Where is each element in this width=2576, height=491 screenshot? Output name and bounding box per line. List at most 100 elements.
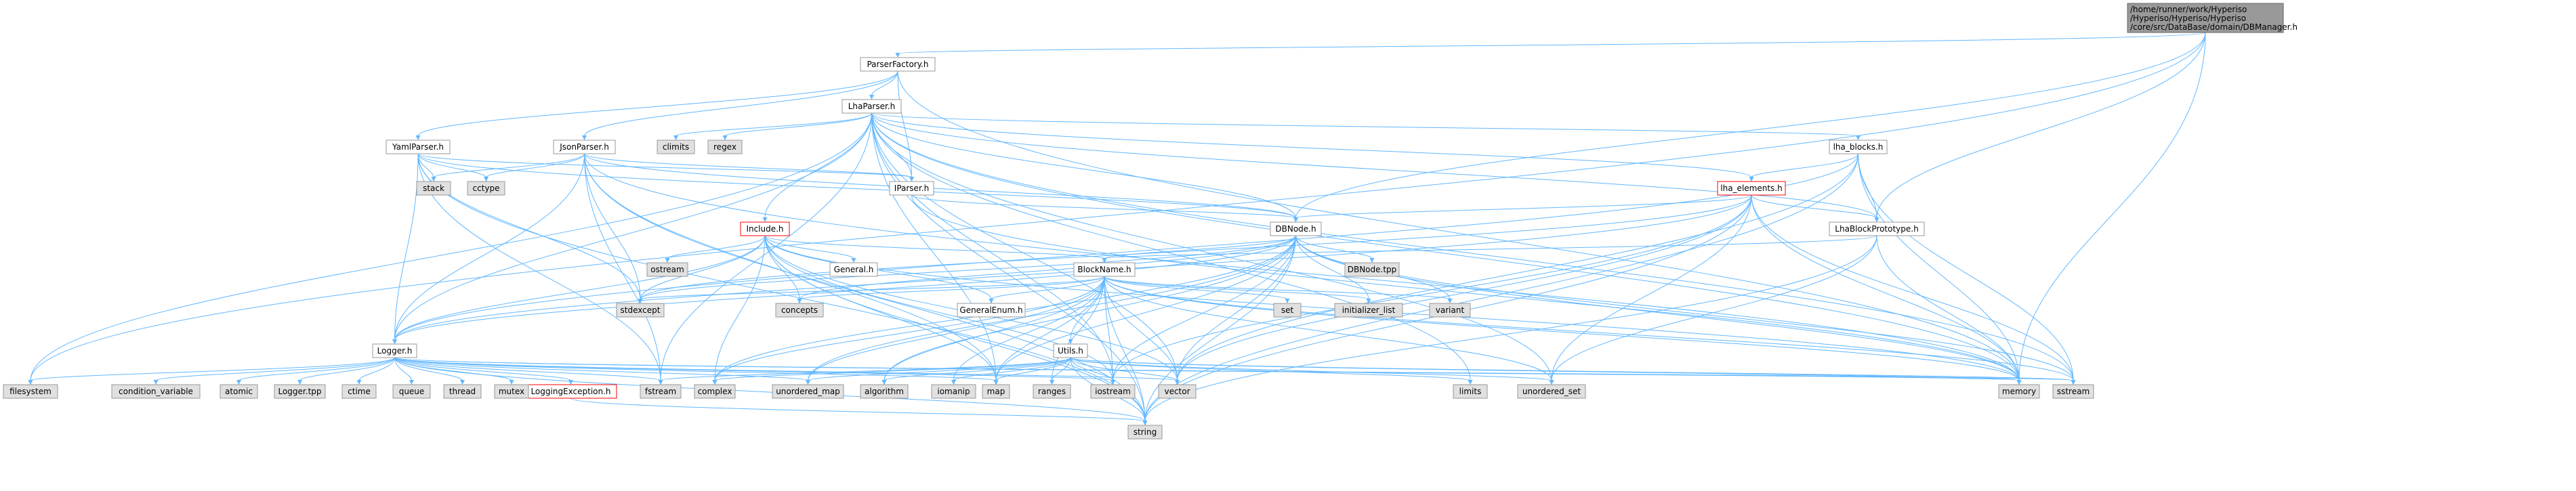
edge-utils-to-vector: [1070, 357, 1178, 381]
node-box: [842, 99, 902, 114]
edge-yamlparser-to-cctype: [417, 153, 486, 178]
edge-dbnode-to-dbnode-tpp: [1295, 235, 1373, 259]
node-lhablockprototype[interactable]: LhaBlockPrototype.h: [1829, 221, 1925, 236]
node-loggingexception[interactable]: LoggingException.h: [524, 384, 617, 399]
node-iparser[interactable]: IParser.h: [889, 181, 934, 196]
edge-arrowhead: [1050, 380, 1054, 385]
node-label: lha_blocks.h: [1833, 142, 1884, 152]
node-label: iomanip: [937, 387, 970, 396]
edge-arrowhead: [2071, 380, 2076, 385]
edge-logger-to-map: [394, 357, 997, 381]
edge-lhaparser-to-limits: [871, 112, 1471, 381]
edge-utils-to-iomanip: [953, 357, 1071, 381]
edge-logger-to-condition-variable: [155, 357, 395, 381]
edge-arrowhead: [415, 135, 421, 140]
node-label: LhaBlockPrototype.h: [1835, 224, 1918, 234]
node-label: initializer_list: [1342, 305, 1396, 315]
node-label: Include.h: [746, 224, 783, 234]
edge-dbnode-to-algorithm: [884, 235, 1296, 381]
edge-lha-elements-to-stdexcept: [640, 194, 1752, 300]
edge-loggingexception-to-string: [570, 398, 1146, 422]
node-general[interactable]: General.h: [829, 262, 878, 277]
node-stack: stack: [416, 181, 451, 196]
node-label: stdexcept: [621, 305, 661, 315]
node-label: algorithm: [865, 387, 904, 396]
graph-edges: [28, 32, 2206, 425]
node-box: [694, 384, 736, 399]
node-box: [392, 384, 431, 399]
node-label: variant: [1436, 305, 1465, 315]
node-box: [1344, 262, 1400, 277]
edge-lha-blocks-to-logger: [394, 153, 1858, 341]
node-label: General.h: [834, 265, 874, 274]
node-lhaparser[interactable]: LhaParser.h: [842, 99, 902, 114]
node-blockname[interactable]: BlockName.h: [1073, 262, 1136, 277]
node-mutex: mutex: [494, 384, 529, 399]
edge-arrowhead: [1110, 380, 1115, 385]
edge-root-to-memory: [2018, 32, 2206, 381]
node-box: [1127, 425, 1163, 440]
node-complex: complex: [694, 384, 736, 399]
edge-logger-to-filesystem: [30, 357, 395, 381]
node-dbnode[interactable]: DBNode.h: [1270, 221, 1322, 236]
node-box: [829, 262, 878, 277]
edge-arrowhead: [909, 177, 914, 182]
edge-lha-elements-to-vector: [1177, 194, 1752, 381]
node-box: [1273, 303, 1302, 318]
edge-jsonparser-to-stack: [433, 153, 585, 178]
edge-lha-blocks-to-string: [1144, 153, 1858, 422]
edge-lha-blocks-to-vector: [1177, 153, 1858, 381]
node-box: [889, 181, 934, 196]
edge-blockname-to-algorithm: [884, 276, 1105, 381]
node-box: [1829, 221, 1925, 236]
edge-yamlparser-to-logger: [394, 153, 419, 341]
edge-blockname-to-string: [1104, 276, 1146, 422]
edge-arrowhead: [409, 380, 414, 385]
node-label: ParserFactory.h: [867, 60, 928, 69]
edge-arrowhead: [851, 258, 856, 263]
node-parserfactory[interactable]: ParserFactory.h: [860, 57, 936, 72]
node-box: [220, 384, 258, 399]
edge-jsonparser-to-dbnode: [584, 153, 1296, 219]
edge-utils-to-fstream: [660, 357, 1071, 381]
node-label-line: /core/src/DataBase/domain/DBManager.h: [2130, 22, 2298, 32]
edge-lhaparser-to-logger: [394, 112, 872, 341]
node-utils[interactable]: Utils.h: [1053, 343, 1088, 358]
edge-dbnode-to-map: [995, 235, 1296, 381]
edge-jsonparser-to-logger: [394, 153, 585, 341]
node-include[interactable]: Include.h: [740, 221, 790, 236]
node-box: [1334, 303, 1403, 318]
node-generalenum[interactable]: GeneralEnum.h: [957, 303, 1026, 318]
node-yamlparser[interactable]: YamlParser.h: [386, 140, 451, 154]
node-vector: vector: [1158, 384, 1197, 399]
edge-root-to-lhablockprototype: [1876, 32, 2206, 219]
edge-lhaparser-to-vector: [871, 112, 1178, 381]
edge-lha-blocks-to-lha-elements: [1751, 153, 1858, 178]
edge-lhaparser-to-regex: [724, 112, 872, 137]
edge-dbnode-to-sstream: [1295, 235, 2074, 381]
node-logger[interactable]: Logger.h: [372, 343, 417, 358]
edge-utils-to-iostream: [1070, 357, 1113, 381]
node-label: Logger.h: [377, 346, 413, 356]
node-jsonparser[interactable]: JsonParser.h: [553, 140, 616, 154]
node-string: string: [1127, 425, 1163, 440]
edge-arrowhead: [673, 135, 678, 140]
edge-logger-to-string: [394, 357, 1146, 422]
node-label: fstream: [645, 387, 676, 396]
edge-blockname-to-memory: [1104, 276, 2020, 381]
edge-arrowhead: [484, 177, 489, 182]
node-label-line: /Hyperiso/Hyperiso/Hyperiso: [2130, 14, 2246, 23]
edge-lhaparser-to-string: [871, 112, 1146, 422]
node-box: [2052, 384, 2094, 399]
node-lha-blocks[interactable]: lha_blocks.h: [1829, 140, 1888, 154]
node-stdexcept: stdexcept: [616, 303, 665, 318]
node-ostream: ostream: [646, 262, 688, 277]
node-label: cctype: [472, 184, 499, 193]
edge-include-to-generalenum: [764, 235, 992, 300]
edge-arrowhead: [712, 380, 718, 385]
node-filesystem: filesystem: [3, 384, 58, 399]
node-label: ostream: [650, 265, 684, 274]
node-lha-elements[interactable]: lha_elements.h: [1717, 181, 1786, 196]
edge-logger-to-unordered-map: [394, 357, 808, 381]
